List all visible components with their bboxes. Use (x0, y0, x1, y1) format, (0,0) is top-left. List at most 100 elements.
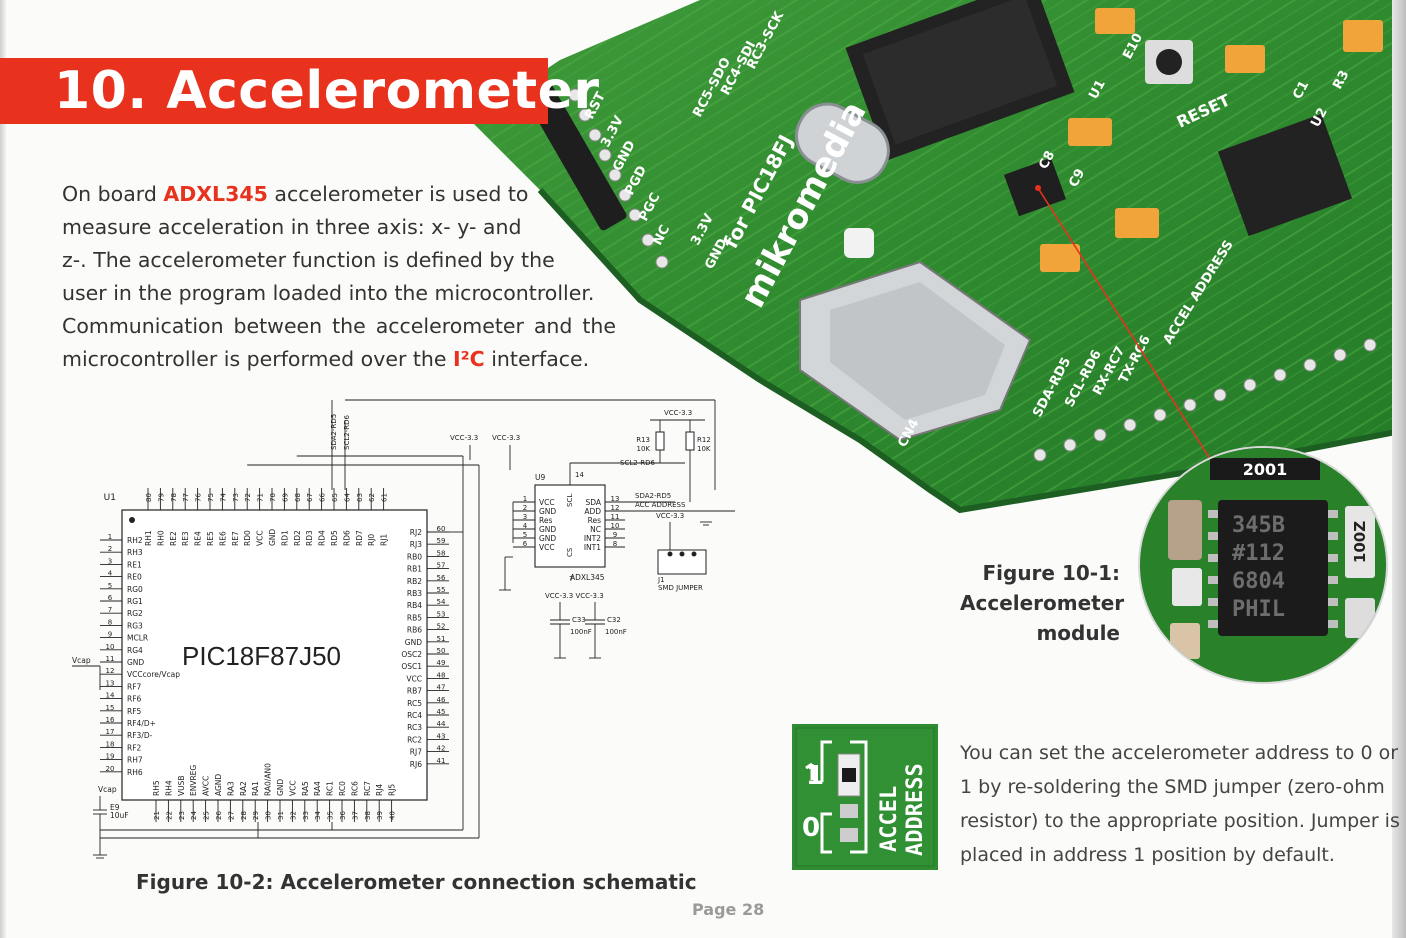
mcu-pin-number: 80 (145, 493, 153, 502)
mcu-pin-number: 29 (252, 811, 260, 820)
intro-text: interface. (484, 347, 590, 371)
mcu-pin-label: RC0 (338, 781, 347, 796)
mcu-pin-number: 77 (182, 493, 190, 502)
mcu-pin-number: 60 (437, 525, 446, 533)
mcu-pin-label: RE5 (206, 531, 215, 546)
mcu-pin-label: RD2 (293, 530, 302, 546)
mcu-pin-label: RH3 (127, 548, 143, 557)
mcu-pin-number: 50 (437, 647, 446, 655)
mcu-pin-number: 59 (437, 537, 446, 545)
mcu-pin-number: 28 (240, 811, 248, 820)
mcu-pin-label: RA5 (301, 781, 310, 796)
accel-pin-label: CS (566, 547, 574, 557)
figure1-caption: Figure 10-1: Accelerometer module (960, 558, 1125, 648)
mcu-pin-number: 33 (302, 811, 310, 820)
mcu-pin-label: VCC (406, 674, 422, 683)
accel-pin-number: 10 (611, 522, 620, 530)
jumper-pad (667, 551, 673, 557)
mcu-pin-label: RJ3 (410, 540, 422, 549)
mcu-pin-label: RJ2 (410, 528, 422, 537)
accel-pin-number: 4 (523, 522, 528, 530)
mcu-pin-number: 45 (437, 708, 446, 716)
mcu-pin-number: 54 (437, 598, 446, 606)
mcu-pin-label: VCC (288, 780, 297, 796)
resistor-value: 10K (637, 445, 651, 453)
mcu-pin-number: 4 (108, 570, 113, 578)
mcu-pin-label: RD0 (243, 530, 252, 546)
mcu-pin-label: RC2 (407, 735, 422, 744)
mcu-pin-label: RF3/D- (127, 731, 153, 740)
mcu-pin-number: 12 (106, 667, 115, 675)
mcu-pin-label: RJ4 (375, 784, 384, 796)
page-binding (0, 0, 6, 938)
mcu-pin-number: 14 (106, 692, 115, 700)
accel-name: ADXL345 (570, 573, 605, 582)
intro-line: microcontroller is performed over the I²… (62, 343, 622, 376)
mcu-pin-label: RJ7 (410, 748, 422, 757)
mcu-pin-label: RJ1 (380, 534, 389, 546)
mcu-pin-label: RD3 (305, 530, 314, 546)
mcu-pin-label: RE7 (231, 531, 240, 546)
page-edge (1392, 0, 1406, 938)
mcu-pin-label: RB5 (407, 613, 422, 622)
mcu-pin-number: 35 (327, 811, 335, 820)
mcu-pin-number: 40 (389, 811, 397, 820)
net-label: SDA2-RD5 (635, 492, 671, 500)
mcu-pin-number: 37 (351, 811, 359, 820)
accel-pin-label: VCC (539, 543, 555, 552)
mcu-pin-number: 15 (106, 704, 115, 712)
figure1-caption-line: Accelerometer (960, 591, 1125, 615)
mcu-pin-number: 42 (437, 745, 446, 753)
address-0-label: 0 (802, 813, 820, 843)
mcu-pin-label: RH4 (164, 780, 173, 796)
accel-address-photo: 1 0 ACCEL ADDRESS (792, 724, 938, 870)
mcu-pin-number: 79 (157, 493, 165, 502)
accel-pin-label: GND (539, 507, 556, 516)
mcu-pin-number: 34 (314, 811, 322, 820)
mcu-pin-number: 72 (244, 493, 252, 502)
address-paragraph: You can set the accelerometer address to… (960, 736, 1400, 872)
mcu-pin-label: RE6 (218, 531, 227, 546)
mcu-pin-number: 64 (343, 493, 351, 502)
page-number: Page 28 (692, 900, 765, 919)
mcu-pin-number: 10 (106, 643, 115, 651)
mcu-pin-number: 3 (108, 557, 112, 565)
mcu-pin-number: 11 (106, 655, 115, 663)
mcu-pin-number: 36 (339, 811, 347, 820)
mcu-pin-number: 2 (108, 545, 112, 553)
mcu-pin-label: RE2 (169, 531, 178, 546)
address-line: 1 by re-soldering the SMD jumper (zero-o… (960, 776, 1385, 798)
mcu-pin-label: RE1 (127, 560, 142, 569)
mcu-pin-number: 71 (257, 493, 265, 502)
mcu-pin-number: 23 (178, 811, 186, 820)
mcu-pin-label: RD6 (342, 530, 351, 546)
mcu-pin-label: RD7 (355, 530, 364, 546)
mcu-pin-number: 49 (437, 659, 446, 667)
vcc-label: VCC-3.3 VCC-3.3 (545, 592, 604, 600)
accel-pin-label: INT1 (584, 543, 601, 552)
intro-paragraph: On board ADXL345 accelerometer is used t… (62, 178, 622, 376)
mcu-pin-number: 21 (153, 811, 161, 820)
mcu-pin-label: RC1 (326, 781, 335, 796)
mcu-pin-label: RC7 (363, 781, 372, 796)
mcu-pin-number: 25 (203, 811, 211, 820)
chip-marking: 345B (1232, 513, 1285, 538)
mcu-pin-number: 32 (289, 811, 297, 820)
accel-body (534, 484, 606, 568)
intro-text: On board (62, 182, 164, 206)
mcu-pin-label: MCLR (127, 634, 148, 643)
mcu-pin-label: RG0 (127, 585, 143, 594)
mcu-pin-label: RH2 (127, 536, 143, 545)
mcu-pin-label: RJ6 (410, 760, 422, 769)
mcu-pin-label: RB4 (407, 601, 422, 610)
mcu-pin-number: 69 (281, 493, 289, 502)
accel-pin-label: NC (590, 525, 601, 534)
jumper-pad (679, 551, 685, 557)
accel-pin-number: 7 (569, 575, 573, 583)
mcu-pin-number: 22 (165, 811, 173, 820)
mcu-pin-number: 76 (195, 493, 203, 502)
net-label: SCL2-RD6 (343, 415, 351, 450)
mcu-pin-label: RF2 (127, 743, 142, 752)
mcu-pin-number: 63 (356, 493, 364, 502)
